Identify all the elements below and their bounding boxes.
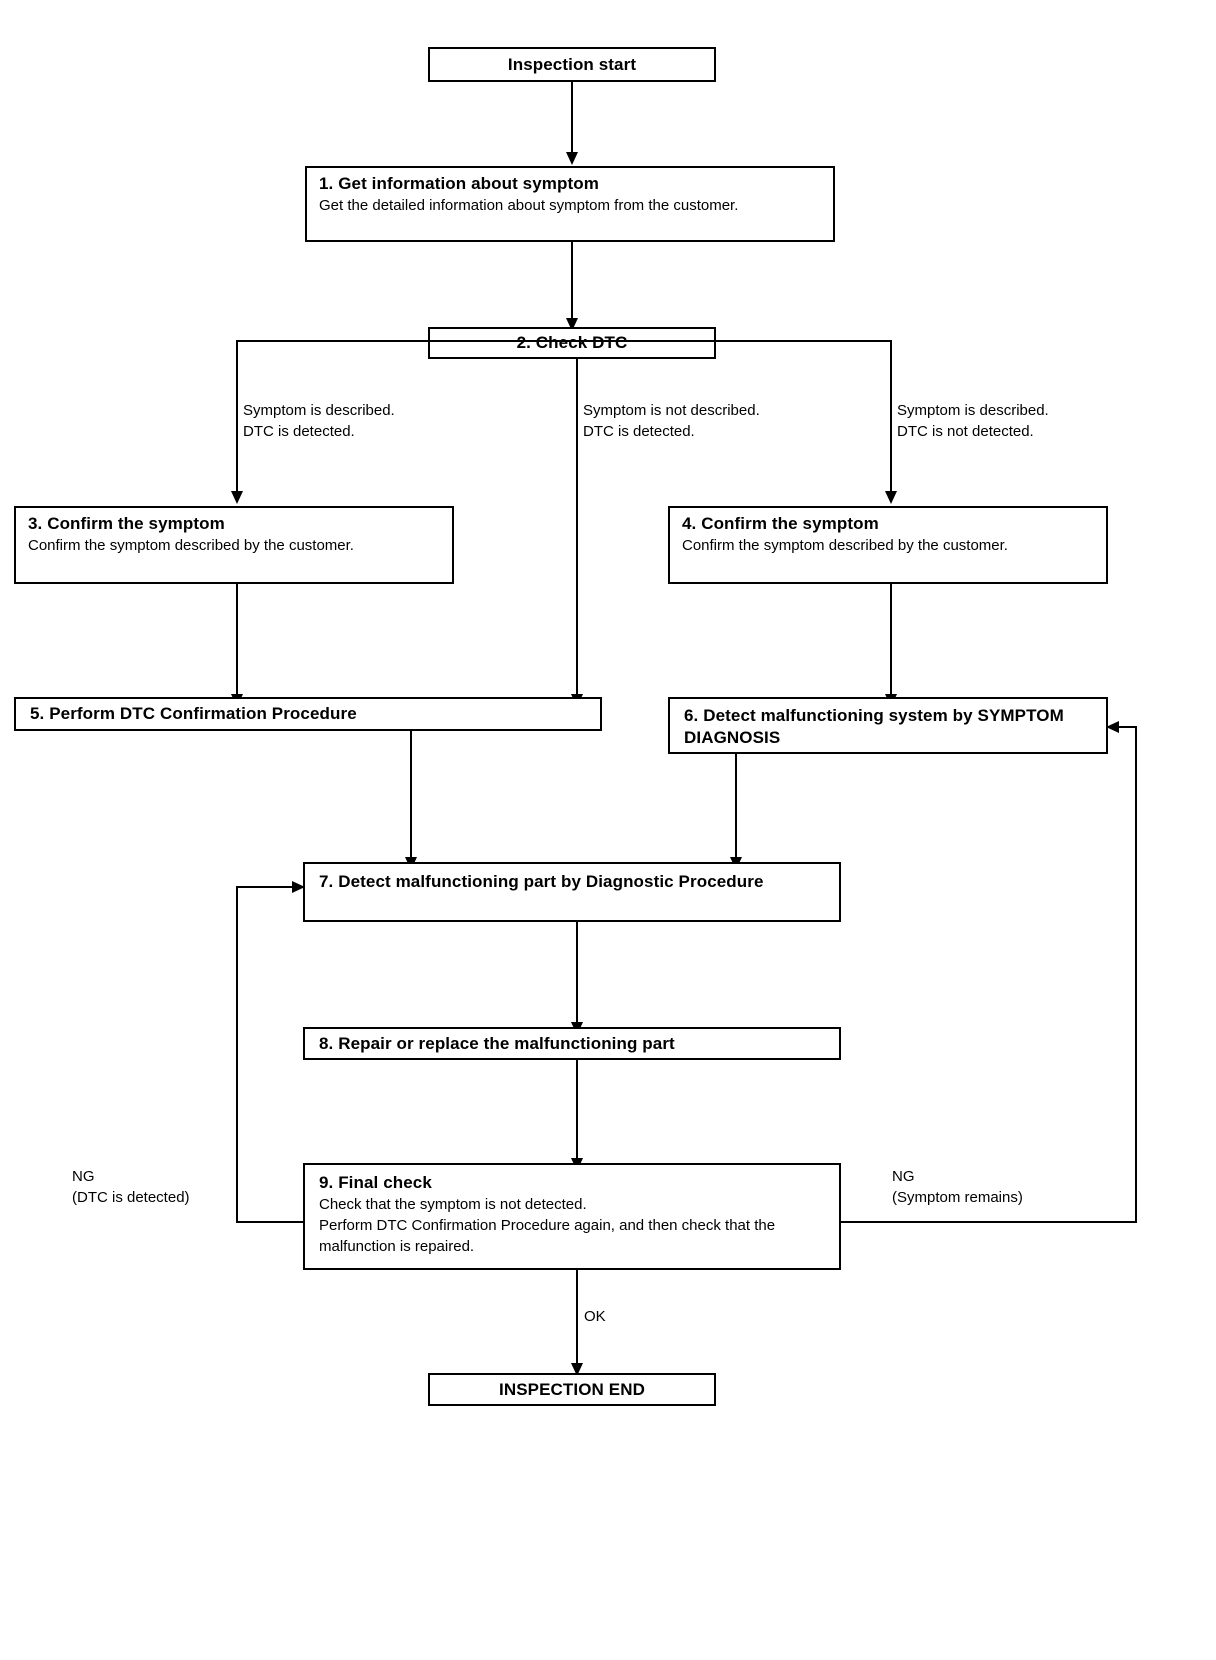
node-inspection-end[interactable]: INSPECTION END [428,1373,716,1406]
node-step3-inner: 3. Confirm the symptom Confirm the sympt… [16,508,452,560]
edge-step3-to-step5 [236,584,238,698]
edge-label-branch-right: Symptom is described. DTC is not detecte… [897,402,1049,440]
edge-ng-left-into-step7 [236,886,305,888]
edge-step9-to-end [576,1270,578,1368]
node-step8[interactable]: 8. Repair or replace the malfunctioning … [303,1027,841,1060]
node-inspection-start-label: Inspection start [507,54,637,74]
node-step1-inner: 1. Get information about symptom Get the… [307,168,833,220]
node-step2-inner: 2. Check DTC [430,329,714,357]
arrowhead-step9-to-end [571,1363,583,1376]
node-step6-title: 6. Detect malfunctioning system by SYMPT… [684,706,1064,747]
arrowhead-ng-left-into-step7 [292,881,305,893]
node-step5-inner: 5. Perform DTC Confirmation Procedure [16,699,600,729]
node-step4-inner: 4. Confirm the symptom Confirm the sympt… [670,508,1106,560]
node-step9-body: Check that the symptom is not detected. … [319,1196,776,1255]
node-step4-body: Confirm the symptom described by the cus… [682,537,1008,554]
node-step3-body: Confirm the symptom described by the cus… [28,537,354,554]
edge-start-to-step1 [571,82,573,157]
node-step4-title: 4. Confirm the symptom [682,514,879,533]
node-step9-inner: 9. Final check Check that the symptom is… [305,1165,839,1261]
node-inspection-start[interactable]: Inspection start [428,47,716,82]
node-step7[interactable]: 7. Detect malfunctioning part by Diagnos… [303,862,841,922]
arrowhead-ng-right-into-step6 [1106,721,1119,733]
node-step5-title: 5. Perform DTC Confirmation Procedure [30,704,357,723]
node-step1-title: 1. Get information about symptom [319,174,599,193]
edge-step9-ng-left-horizontal [236,1221,305,1223]
node-step1[interactable]: 1. Get information about symptom Get the… [305,166,835,242]
node-step3[interactable]: 3. Confirm the symptom Confirm the sympt… [14,506,454,584]
edge-step2-to-step5 [576,359,578,698]
edge-label-ok: OK [584,1308,606,1325]
node-inspection-end-inner: INSPECTION END [430,1375,714,1404]
edge-step5-to-step7 [410,731,412,861]
node-step7-inner: 7. Detect malfunctioning part by Diagnos… [305,864,839,897]
node-step3-title: 3. Confirm the symptom [28,514,225,533]
arrowhead-step2-to-step3 [231,491,243,504]
node-inspection-end-label: INSPECTION END [499,1379,645,1399]
node-step9[interactable]: 9. Final check Check that the symptom is… [303,1163,841,1270]
edge-ng-right-into-step6 [1106,726,1137,728]
edge-step7-to-step8 [576,922,578,1027]
node-step4[interactable]: 4. Confirm the symptom Confirm the sympt… [668,506,1108,584]
edge-step9-ng-left-vertical [236,886,238,1223]
edge-step6-to-step7 [735,754,737,861]
edge-step1-to-step2 [571,242,573,324]
node-step5[interactable]: 5. Perform DTC Confirmation Procedure [14,697,602,731]
edge-label-ng-right: NG (Symptom remains) [892,1168,1023,1206]
node-step2[interactable]: 2. Check DTC [428,327,716,359]
edge-step8-to-step9 [576,1060,578,1163]
edge-step9-ng-right-vertical [1135,726,1137,1223]
node-step9-title: 9. Final check [319,1173,432,1192]
edge-step2-branch-bus [236,340,892,342]
edge-label-ng-left: NG (DTC is detected) [72,1168,190,1206]
node-step8-inner: 8. Repair or replace the malfunctioning … [305,1029,839,1058]
edge-step2-to-step3 [236,340,238,495]
arrowhead-start-to-step1 [566,152,578,165]
edge-label-branch-left: Symptom is described. DTC is detected. [243,402,395,440]
edge-label-branch-middle: Symptom is not described. DTC is detecte… [583,402,760,440]
edge-step4-to-step6 [890,584,892,698]
node-step8-title: 8. Repair or replace the malfunctioning … [319,1033,675,1053]
node-step7-title: 7. Detect malfunctioning part by Diagnos… [319,872,764,891]
node-step6-inner: 6. Detect malfunctioning system by SYMPT… [670,699,1106,753]
node-step6[interactable]: 6. Detect malfunctioning system by SYMPT… [668,697,1108,754]
edge-step2-to-step4 [890,340,892,495]
node-step2-title: 2. Check DTC [516,333,628,352]
arrowhead-step2-to-step4 [885,491,897,504]
node-inspection-start-inner: Inspection start [430,49,714,80]
edge-step9-ng-right-horizontal [841,1221,1137,1223]
node-step1-body: Get the detailed information about sympt… [319,197,739,214]
